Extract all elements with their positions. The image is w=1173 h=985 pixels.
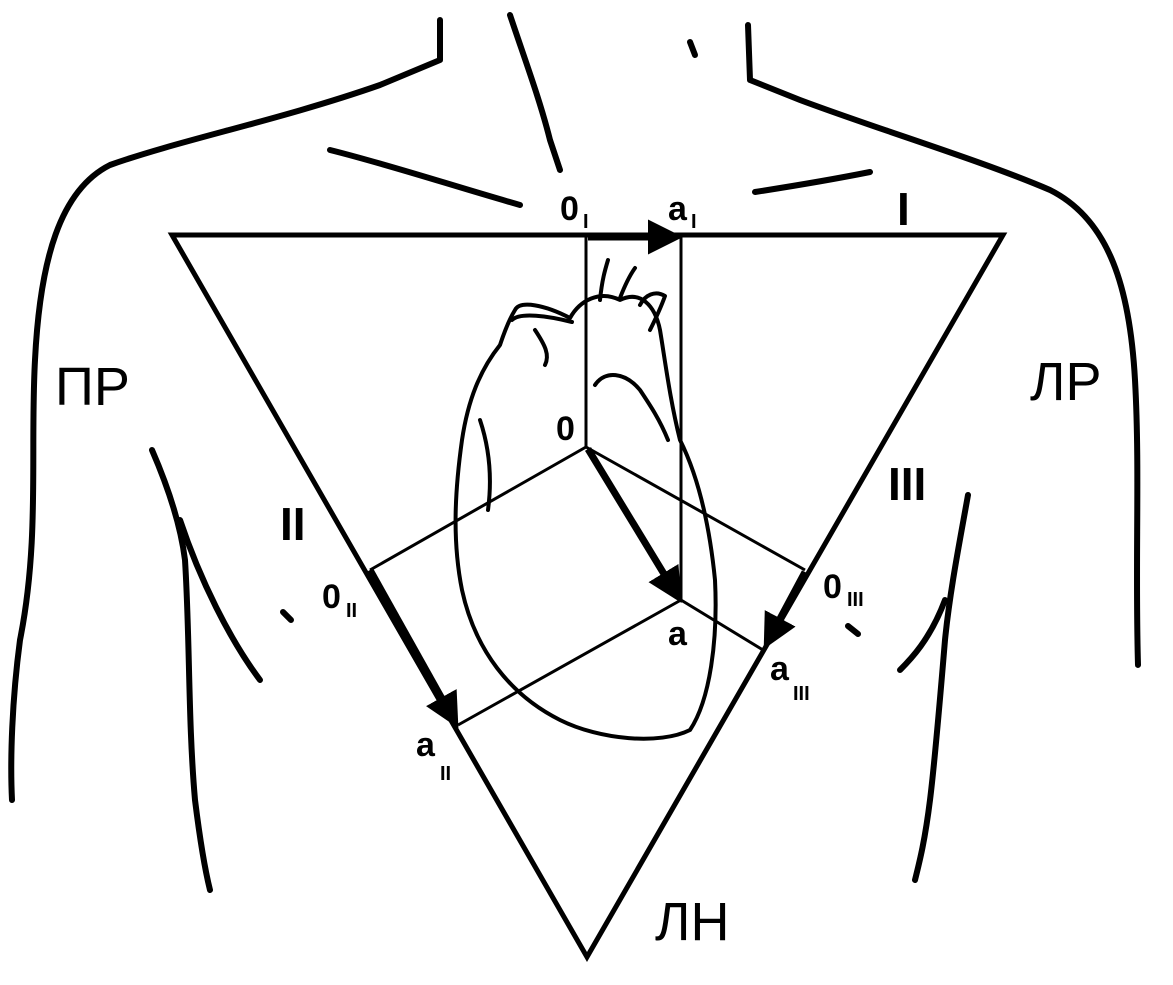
label-lead-2: II	[280, 498, 306, 550]
right-armpit-line	[900, 600, 945, 670]
ventricle-line	[480, 420, 490, 510]
projection-a-lead3	[681, 600, 763, 650]
left-mark	[283, 612, 291, 620]
right-clavicle-line	[755, 172, 870, 192]
projection-o-lead3	[586, 447, 805, 570]
label-right-arm: ПР	[55, 357, 130, 417]
right-mark	[848, 626, 858, 634]
right-arm-inner-line	[915, 495, 968, 880]
lead2-projection-vector	[370, 570, 455, 722]
neck-right-mark	[690, 42, 695, 55]
label-a-lead3-sub: III	[793, 683, 810, 705]
electrical-axis-vector	[588, 449, 678, 597]
left-arm-inner-line	[152, 450, 210, 890]
projection-o-lead2	[370, 447, 586, 570]
projection-lines	[370, 235, 805, 725]
label-o-lead1-sub: I	[583, 211, 589, 233]
label-lead-1: I	[897, 183, 910, 235]
label-o-lead3: 0	[823, 568, 842, 606]
label-a-lead1-sub: I	[691, 211, 697, 233]
label-center: 0	[556, 410, 575, 448]
left-clavicle-line	[330, 150, 520, 205]
label-a-lead1: a	[668, 190, 688, 228]
label-a-lead2-sub: II	[440, 763, 451, 785]
label-left-leg: ЛН	[655, 892, 729, 952]
lead3-projection-vector	[767, 572, 805, 643]
neck-left-line	[510, 15, 560, 170]
right-shoulder-line	[748, 25, 1138, 665]
label-a-lead3: a	[770, 650, 790, 688]
label-o-lead2-sub: II	[346, 600, 357, 622]
aorta-arch	[512, 316, 572, 365]
label-o-lead2: 0	[322, 578, 341, 616]
label-o-lead3-sub: III	[847, 589, 864, 611]
label-lead-3: III	[888, 458, 926, 510]
left-armpit-line	[180, 520, 260, 680]
atrium-line	[595, 375, 668, 440]
label-a-lead2: a	[416, 726, 436, 764]
label-vector-end: a	[668, 615, 688, 653]
label-left-arm: ЛР	[1030, 352, 1101, 412]
label-o-lead1: 0	[560, 190, 579, 228]
